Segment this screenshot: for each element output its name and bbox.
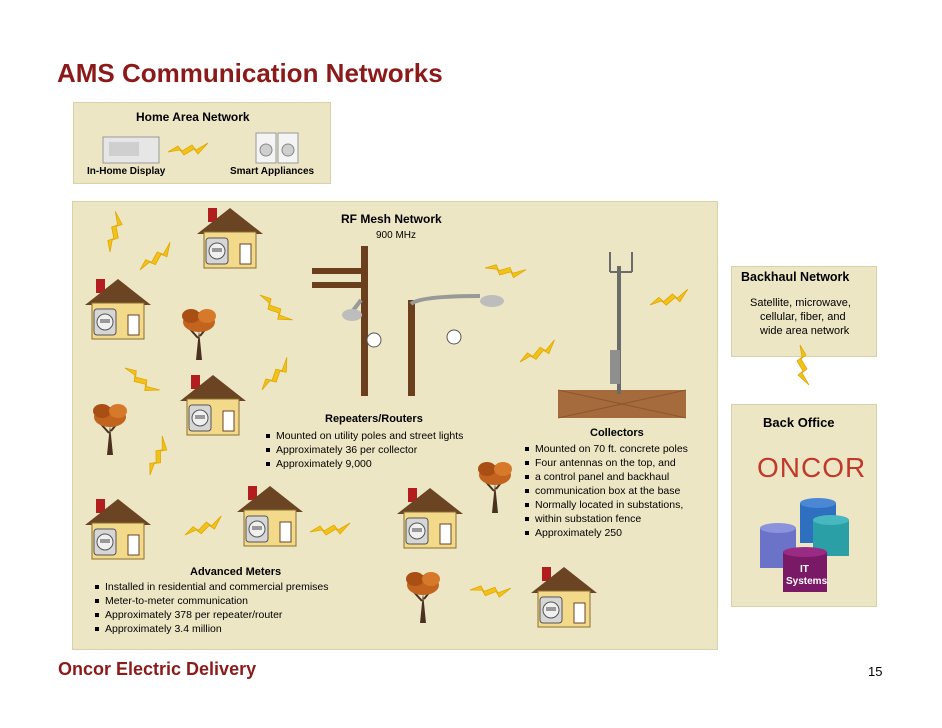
house-icon	[236, 485, 304, 547]
tree-icon	[181, 308, 217, 361]
rf-mesh-network-panel	[72, 201, 718, 650]
list-item: Approximately 36 per collector	[265, 443, 515, 457]
lightning-icon	[257, 288, 294, 328]
lightning-icon	[101, 210, 127, 254]
lightning-icon	[122, 361, 161, 399]
it-systems-label-1: IT	[800, 564, 809, 575]
lightning-icon	[255, 356, 295, 393]
smart-appliances-icon	[255, 132, 299, 164]
list-item: Normally located in substations,	[524, 498, 714, 512]
list-item: Approximately 250	[524, 526, 714, 540]
street-light-icon	[408, 294, 504, 396]
house-icon	[84, 278, 152, 340]
lightning-icon	[796, 344, 810, 386]
backhaul-line-1: Satellite, microwave,	[750, 297, 851, 309]
house-icon	[179, 374, 247, 436]
advanced-meters-title: Advanced Meters	[190, 566, 282, 578]
lightning-icon	[483, 258, 527, 282]
page-number: 15	[868, 664, 883, 679]
backhaul-line-2: cellular, fiber, and	[760, 311, 846, 323]
lightning-icon	[469, 580, 512, 601]
repeaters-title: Repeaters/Routers	[325, 413, 423, 425]
list-item: Four antennas on the top, and	[524, 456, 714, 470]
tree-icon	[405, 571, 441, 624]
tree-icon	[92, 403, 128, 456]
list-item: Approximately 378 per repeater/router	[94, 608, 394, 622]
home-area-network-title: Home Area Network	[136, 110, 250, 124]
house-icon	[196, 207, 264, 269]
smart-appliances-label: Smart Appliances	[230, 166, 315, 177]
it-systems-label-2: Systems	[786, 576, 828, 587]
lightning-icon	[648, 288, 691, 309]
list-item: within substation fence	[524, 512, 714, 526]
rf-mesh-frequency: 900 MHz	[376, 230, 417, 241]
utility-pole-icon	[312, 246, 382, 396]
advanced-meters-list: Installed in residential and commercial …	[94, 580, 394, 636]
in-home-display-icon	[102, 136, 160, 164]
list-item: communication box at the base	[524, 484, 714, 498]
lightning-icon	[167, 142, 209, 156]
lightning-icon	[141, 435, 173, 477]
list-item: Mounted on utility poles and street ligh…	[265, 429, 515, 443]
house-icon	[84, 498, 152, 560]
house-icon	[530, 566, 598, 628]
list-item: a control panel and backhaul	[524, 470, 714, 484]
collectors-list: Mounted on 70 ft. concrete poles Four an…	[524, 442, 714, 540]
lightning-icon	[182, 515, 225, 539]
backhaul-line-3: wide area network	[760, 325, 850, 337]
it-systems-cylinders-icon	[760, 498, 849, 592]
lightning-icon	[309, 522, 351, 536]
collector-pole-icon	[557, 252, 687, 419]
lightning-icon	[516, 339, 560, 366]
list-item: Meter-to-meter communication	[94, 594, 394, 608]
list-item: Approximately 3.4 million	[94, 622, 394, 636]
page-title: AMS Communication Networks	[57, 58, 443, 88]
house-icon	[396, 487, 464, 549]
in-home-display-label: In-Home Display	[87, 166, 166, 177]
rf-mesh-title: RF Mesh Network	[341, 212, 442, 226]
collectors-title: Collectors	[590, 427, 644, 439]
lightning-icon	[135, 241, 177, 273]
list-item: Approximately 9,000	[265, 457, 515, 471]
backhaul-network-panel	[731, 266, 877, 357]
list-item: Installed in residential and commercial …	[94, 580, 394, 594]
oncor-logo: ONCOR	[757, 452, 867, 483]
footer-company: Oncor Electric Delivery	[58, 659, 257, 679]
repeaters-list: Mounted on utility poles and street ligh…	[265, 429, 515, 471]
back-office-title: Back Office	[763, 415, 835, 430]
backhaul-title: Backhaul Network	[741, 270, 850, 284]
list-item: Mounted on 70 ft. concrete poles	[524, 442, 714, 456]
